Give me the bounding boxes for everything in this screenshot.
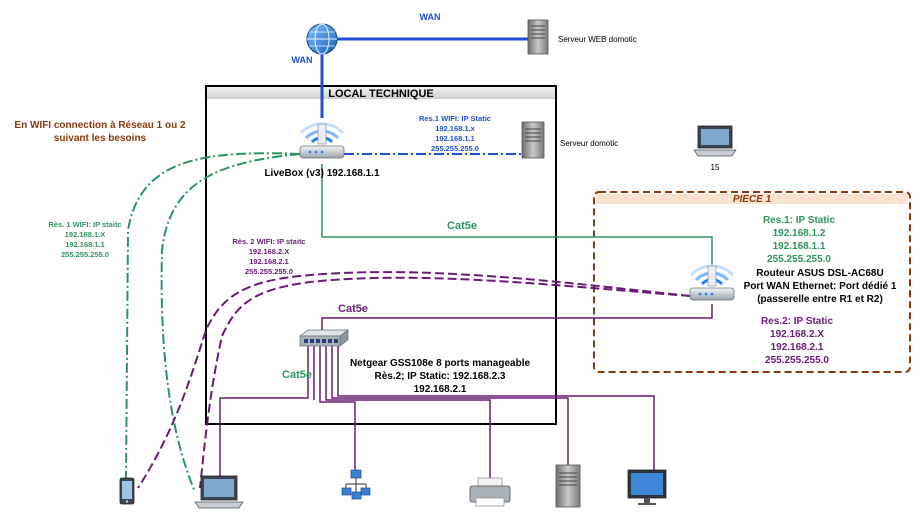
piece1-router-line: (passerelle entre R1 et R2) [757,294,883,305]
switch-info: Netgear GSS108e 8 ports manageable Rès.2… [350,358,531,395]
res1-wifi-left-line: 192.168.1.1 [65,240,105,249]
piece1-res1-line: Res.1: IP Static [763,215,836,226]
livebox-wifi-line: Res.1 WIFI: IP Static [419,114,491,123]
server-domotic-icon [521,121,545,159]
livebox-wifi-info: Res.1 WIFI: IP Static 192.168.1.x 192.16… [419,114,491,153]
switch-line: Netgear GSS108e 8 ports manageable [350,358,531,369]
res2-wifi-left-line: 192.168.2.1 [249,257,289,266]
laptop-icon [693,125,737,157]
piece1-res2-info: Res.2: IP Static 192.168.2.X 192.168.2.1… [761,316,834,366]
cat5e-switch-link [321,304,713,330]
piece1-res1-line: 192.168.1.1 [773,241,826,252]
tower-server-icon [555,464,581,508]
wan-label-side: WAN [292,55,313,65]
piece1-res1-line: 192.168.1.2 [773,228,826,239]
res2-wifi-left-line: 255.255.255.0 [245,267,293,276]
piece1-router-info: Routeur ASUS DSL-AC68U Port WAN Ethernet… [744,268,897,305]
piece1-box: PIECE 1 [593,191,911,373]
web-server-label: Serveur WEB domotic [558,35,637,44]
piece1-res1-line: 255.255.255.0 [767,254,831,265]
wifi-note-line: En WIFI connection à Réseau 1 ou 2 [14,120,186,131]
res2-wifi-left-line: 192.168.2.X [249,247,289,256]
res1-wifi-left-info: Rès. 1 WIFI: IP staitc 192.168.1.X 192.1… [48,220,121,259]
res2-wifi-links [137,271,691,489]
wifi-note-line: suivant les besoins [54,133,147,144]
piece1-res2-line: Res.2: IP Static [761,316,834,327]
cat5e-green-label: Cat5e [447,220,477,232]
res1-wifi-left-line: 255.255.255.0 [61,250,109,259]
laptop-15-label: 15 [711,163,720,172]
switch-downlinks [219,346,655,478]
piece1-res2-line: 192.168.2.X [770,329,824,340]
printer-icon [469,477,511,507]
res1-wifi-left-line: 192.168.1.X [65,230,105,239]
network-icon [341,469,371,500]
piece1-title: PIECE 1 [733,194,772,205]
monitor-icon [627,469,667,505]
livebox-wifi-line: 255.255.255.0 [431,144,479,153]
switch-icon [298,329,350,347]
wan-label-top: WAN [420,12,441,22]
res2-wifi-left-line: Rès. 2 WIFI: IP staitc [232,237,305,246]
wan-links: WAN WAN [292,12,528,118]
switch-line: Rès.2; IP Static: 192.168.2.3 [374,371,505,382]
cat5e-left-label: Cat5e [282,369,312,381]
res1-wifi-left-line: Rès. 1 WIFI: IP staitc [48,220,121,229]
piece1-router-line: Port WAN Ethernet: Port dédié 1 [744,281,897,292]
cat5e-switch-label: Cat5e [338,303,368,315]
piece1-res2-line: 255.255.255.0 [765,355,829,366]
piece1-router-line: Routeur ASUS DSL-AC68U [756,268,883,279]
globe-icon [306,23,338,55]
livebox-wifi-line: 192.168.1.1 [435,134,475,143]
laptop-bottom-icon [194,475,244,509]
switch-line: 192.168.2.1 [414,384,467,395]
livebox-wifi-line: 192.168.1.x [435,124,475,133]
wifi-note: En WIFI connection à Réseau 1 ou 2 suiva… [14,120,186,144]
cat5e-green-link [321,164,713,266]
local-technique-box: LOCAL TECHNIQUE [205,85,557,425]
web-server-icon [527,19,549,55]
livebox-router-icon [299,122,345,159]
local-technique-title: LOCAL TECHNIQUE [328,88,434,100]
piece1-res2-line: 192.168.2.1 [771,342,824,353]
asus-router-icon [689,264,735,301]
livebox-label: LiveBox (v3) 192.168.1.1 [264,168,380,179]
phone-icon [119,477,135,505]
server-domotic-label: Serveur domotic [560,139,618,148]
piece1-res1-info: Res.1: IP Static 192.168.1.2 192.168.1.1… [763,215,836,265]
res1-wifi-links [125,152,301,493]
res2-wifi-left-info: Rès. 2 WIFI: IP staitc 192.168.2.X 192.1… [232,237,305,276]
